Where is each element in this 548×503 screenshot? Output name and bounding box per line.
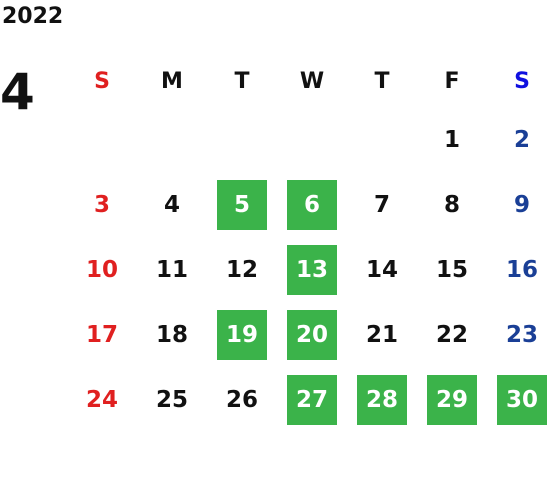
day-number: 24 (85, 386, 118, 413)
day-number: 13 (287, 244, 337, 295)
weekday-header-saturday: S (514, 68, 530, 94)
day-cell[interactable]: 18 (137, 302, 207, 367)
day-cell[interactable]: 10 (67, 237, 137, 302)
day-number: 7 (373, 191, 390, 218)
day-cell[interactable]: 19 (207, 302, 277, 367)
day-number (147, 115, 197, 165)
day-number (77, 115, 127, 165)
day-cell[interactable]: 16 (487, 237, 548, 302)
day-cell[interactable]: 7 (347, 172, 417, 237)
day-number: 15 (435, 256, 468, 283)
day-cell (207, 107, 277, 172)
day-cell (347, 107, 417, 172)
calendar-grid: S M T W T F S 1 2 3 4 5 6 7 8 9 10 11 12… (67, 55, 548, 432)
day-cell[interactable]: 4 (137, 172, 207, 237)
day-cell[interactable]: 28 (347, 367, 417, 432)
day-number: 9 (513, 191, 530, 218)
day-number: 2 (513, 126, 530, 153)
day-cell[interactable]: 9 (487, 172, 548, 237)
day-cell[interactable]: 21 (347, 302, 417, 367)
day-number: 14 (365, 256, 398, 283)
day-number: 12 (225, 256, 258, 283)
day-cell[interactable]: 29 (417, 367, 487, 432)
weekday-header-sunday: S (94, 68, 110, 94)
day-cell (67, 107, 137, 172)
day-number: 27 (287, 374, 337, 425)
day-cell (277, 107, 347, 172)
weekday-header-thursday: T (374, 68, 390, 94)
day-number: 6 (287, 179, 337, 230)
day-cell[interactable]: 12 (207, 237, 277, 302)
day-number: 5 (217, 179, 267, 230)
day-number: 29 (427, 374, 477, 425)
day-number: 1 (443, 126, 460, 153)
day-cell[interactable]: 20 (277, 302, 347, 367)
day-cell[interactable]: 24 (67, 367, 137, 432)
day-number (287, 115, 337, 165)
day-number: 21 (365, 321, 398, 348)
day-cell[interactable]: 17 (67, 302, 137, 367)
day-number: 11 (155, 256, 188, 283)
weekday-header-monday: M (161, 68, 183, 94)
day-cell[interactable]: 14 (347, 237, 417, 302)
day-number: 25 (155, 386, 188, 413)
day-cell[interactable]: 23 (487, 302, 548, 367)
day-number (217, 115, 267, 165)
day-number: 20 (287, 309, 337, 360)
day-number: 30 (497, 374, 547, 425)
day-number (357, 115, 407, 165)
day-cell[interactable]: 25 (137, 367, 207, 432)
day-cell[interactable]: 22 (417, 302, 487, 367)
day-number: 22 (435, 321, 468, 348)
day-cell[interactable]: 27 (277, 367, 347, 432)
day-cell[interactable]: 6 (277, 172, 347, 237)
day-cell[interactable]: 5 (207, 172, 277, 237)
day-cell (137, 107, 207, 172)
day-cell[interactable]: 15 (417, 237, 487, 302)
year-label: 2022 (2, 4, 64, 29)
day-number: 19 (217, 309, 267, 360)
day-number: 8 (443, 191, 460, 218)
weekday-header-tuesday: T (234, 68, 250, 94)
day-cell[interactable]: 2 (487, 107, 548, 172)
day-number: 17 (85, 321, 118, 348)
day-number: 26 (225, 386, 258, 413)
day-number: 10 (85, 256, 118, 283)
day-number: 28 (357, 374, 407, 425)
weekday-header-friday: F (444, 68, 460, 94)
day-cell[interactable]: 8 (417, 172, 487, 237)
day-cell[interactable]: 11 (137, 237, 207, 302)
day-cell[interactable]: 3 (67, 172, 137, 237)
day-cell[interactable]: 30 (487, 367, 548, 432)
day-cell[interactable]: 26 (207, 367, 277, 432)
day-cell[interactable]: 13 (277, 237, 347, 302)
day-number: 16 (505, 256, 538, 283)
day-cell[interactable]: 1 (417, 107, 487, 172)
day-number: 23 (505, 321, 538, 348)
day-number: 18 (155, 321, 188, 348)
day-number: 4 (163, 191, 180, 218)
month-label: 4 (0, 63, 35, 121)
day-number: 3 (93, 191, 110, 218)
weekday-header-wednesday: W (299, 68, 325, 94)
